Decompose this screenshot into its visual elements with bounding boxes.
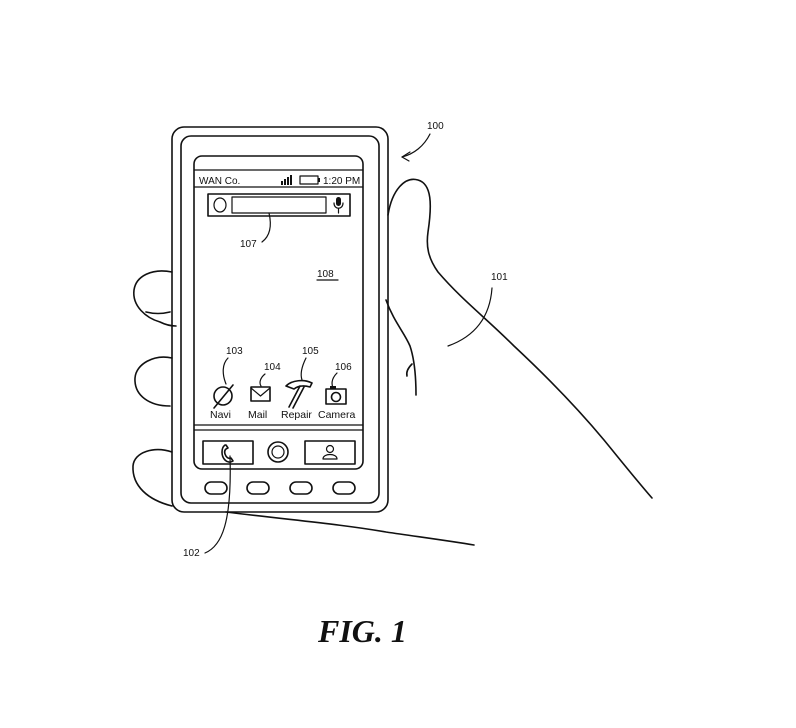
hand — [132, 178, 653, 546]
screen-bezel — [193, 155, 364, 470]
hardware-button[interactable] — [246, 481, 270, 495]
app-repair[interactable]: Repair — [281, 379, 313, 421]
app-label-navi: Navi — [210, 409, 231, 421]
contacts-icon — [322, 444, 338, 460]
ref-101: 101 — [491, 272, 508, 283]
hardware-buttons — [204, 481, 356, 495]
app-navi[interactable]: Navi — [210, 384, 234, 421]
search-bar[interactable] — [207, 193, 351, 217]
dock-contacts-button[interactable] — [304, 440, 356, 465]
battery-icon — [299, 175, 320, 185]
clock-label: 1:20 PM — [323, 176, 360, 187]
hardware-button[interactable] — [289, 481, 313, 495]
ref-107: 107 — [240, 239, 257, 250]
hardware-button[interactable] — [204, 481, 228, 495]
hammer-icon — [285, 379, 313, 409]
dock — [202, 440, 356, 465]
search-input[interactable] — [231, 196, 327, 214]
search-circle-icon — [213, 197, 227, 213]
app-label-mail: Mail — [248, 409, 267, 421]
app-camera[interactable]: Camera — [318, 386, 356, 421]
carrier-label: WAN Co. — [199, 176, 240, 187]
dock-phone-button[interactable] — [202, 440, 254, 465]
app-label-camera: Camera — [318, 409, 356, 421]
ref-100: 100 — [427, 121, 444, 132]
home-button-icon[interactable] — [267, 441, 289, 463]
ref-106: 106 — [335, 362, 352, 373]
hardware-button[interactable] — [332, 481, 356, 495]
globe-icon — [213, 384, 234, 409]
ref-102: 102 — [183, 548, 200, 559]
signal-icon — [281, 175, 292, 185]
phone-icon — [221, 444, 234, 463]
microphone-icon[interactable] — [333, 197, 344, 214]
mail-icon — [250, 386, 271, 402]
ref-105: 105 — [302, 346, 319, 357]
reference-labels: 100 101 107 103 104 105 106 102 — [183, 121, 508, 559]
ref-104: 104 — [264, 362, 281, 373]
status-bar: WAN Co. 1:20 PM — [199, 175, 360, 187]
app-mail[interactable]: Mail — [248, 386, 271, 421]
camera-icon — [325, 386, 347, 405]
device: WAN Co. 1:20 PM 108 — [171, 126, 389, 513]
ref-103: 103 — [226, 346, 243, 357]
app-label-repair: Repair — [281, 409, 312, 421]
figure-caption: FIG. 1 — [317, 613, 407, 649]
home-screen-ref: 108 — [317, 269, 334, 280]
